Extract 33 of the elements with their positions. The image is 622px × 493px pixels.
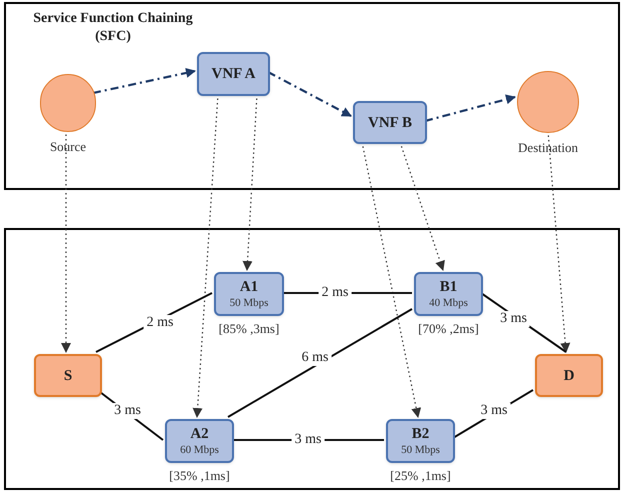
node-title: A2 [190,425,209,443]
dotted-arrow [424,94,516,122]
node-title: S [64,366,72,384]
vnf-box [414,272,483,316]
node-caption: [25% ,1ms] [389,467,452,485]
bandwidth-text: 40 Mbps [429,296,468,310]
vnf-box [165,419,234,463]
node-caption: Destination [517,139,579,157]
node-caption: [70% ,2ms] [417,320,480,338]
vnf-box [386,419,455,463]
panel-title: Service Function Chaining (SFC) [32,10,194,46]
node-title: VNF A [211,65,256,83]
vnf-box [214,272,284,316]
node-box [535,354,603,397]
node-caption: Source [48,138,88,156]
node-title: D [564,366,574,384]
vnf-box [353,101,427,144]
bandwidth-text: 60 Mbps [180,443,219,457]
bandwidth-text: 50 Mbps [230,296,268,310]
node-caption: [35% ,1ms] [168,467,231,485]
panel [4,228,620,490]
dotted-arrow [92,68,196,94]
node-caption: [85% ,3ms] [218,320,280,338]
vnf-box [197,52,270,96]
node-title: VNF B [368,114,412,132]
dotted-arrow [267,71,352,117]
bandwidth-text: 50 Mbps [401,443,440,457]
node-title: B1 [440,278,458,296]
link-line [228,308,412,418]
node-box [34,354,102,397]
panel [4,2,620,190]
node-title: A1 [240,278,258,296]
node-title: B2 [412,425,430,443]
